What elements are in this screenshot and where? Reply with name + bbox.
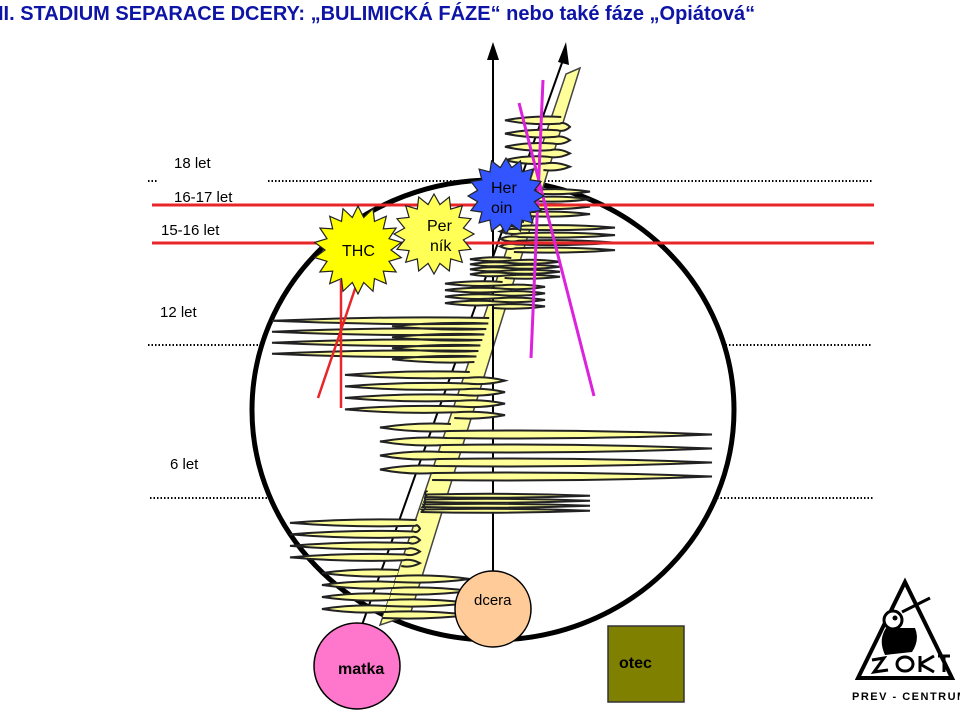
oscillation-wave xyxy=(444,280,546,310)
heroin-line-1 xyxy=(529,79,545,359)
heroin-line-2 xyxy=(517,102,596,397)
pernik-burst: Per ník xyxy=(392,192,476,276)
heroin-label-line1: Her xyxy=(491,180,517,197)
pernik-label-line2: ník xyxy=(430,238,452,255)
logo-figure-head xyxy=(882,609,904,631)
thc-burst: THC xyxy=(313,204,403,296)
oscillation-wave xyxy=(379,422,713,482)
pernik-label-line1: Per xyxy=(427,218,453,235)
oscillation-wave xyxy=(419,490,591,514)
age-label-6: 6 let xyxy=(170,456,199,473)
oscillation-wave xyxy=(504,115,573,172)
mother-node: matka xyxy=(313,622,401,710)
logo-year-marks xyxy=(870,654,950,674)
heroin-label-line2: oin xyxy=(491,200,512,217)
thc-line-diagonal xyxy=(316,279,360,399)
daughter-node: dcera xyxy=(454,570,532,648)
daughter-label: dcera xyxy=(474,592,512,609)
father-label: otec xyxy=(619,655,652,672)
thc-label: THC xyxy=(342,243,375,260)
age-label-16-17: 16-17 let xyxy=(174,189,233,206)
oscillation-wave xyxy=(344,370,509,420)
oscillation-wave xyxy=(271,316,490,364)
age-label-18: 18 let xyxy=(174,155,212,172)
age-label-15-16: 15-16 let xyxy=(161,222,220,239)
father-node: otec xyxy=(607,625,685,703)
oscillation-wave xyxy=(496,220,616,254)
development-axis-arrow xyxy=(558,42,569,65)
heroin-burst: Her oin xyxy=(466,156,546,236)
page-title: II. STADIUM SEPARACE DCERY: „BULIMICKÁ F… xyxy=(0,2,755,25)
mother-label: matka xyxy=(338,661,384,678)
oscillation-wave xyxy=(289,518,423,568)
logo-figure-body xyxy=(881,628,917,655)
daughter-axis-arrow xyxy=(487,42,499,60)
logo-text: PREV - CENTRUM xyxy=(852,691,960,703)
oscillation-wave xyxy=(469,256,561,280)
age-label-12: 12 let xyxy=(160,304,198,321)
oscillation-wave xyxy=(321,568,471,620)
prev-centrum-logo: PREV - CENTRUM xyxy=(852,577,960,703)
